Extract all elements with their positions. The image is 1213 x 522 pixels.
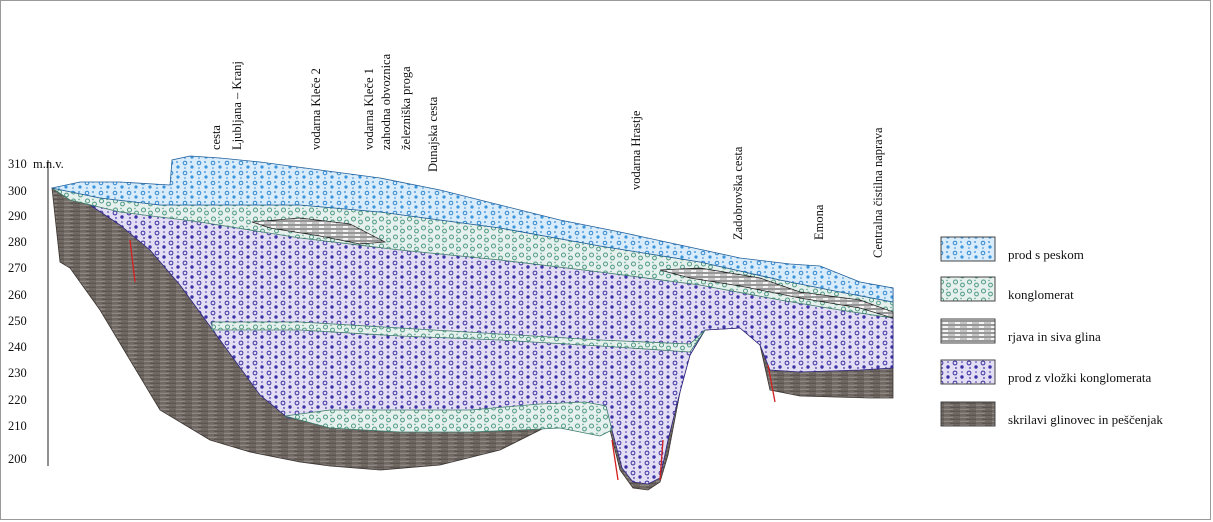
location-label-centralna-cistilna-naprava: Centralna čistilna naprava	[871, 127, 885, 258]
axis-tick-200: 200	[8, 452, 27, 466]
conglomerate-pattern-icon	[941, 277, 995, 301]
location-label-zelezniska-proga: železniška proga	[399, 66, 413, 150]
gravel-conglomerate-pattern-icon	[941, 360, 995, 384]
location-label-ljubljana-kranj: Ljubljana – Kranj	[230, 61, 244, 150]
axis-tick-280: 280	[8, 235, 27, 249]
legend-item-sand-gravel: prod s peskom	[941, 237, 1084, 262]
location-label-zahodna-obvoznica: zahodna obvoznica	[379, 53, 393, 150]
clay-pattern-icon	[941, 319, 995, 343]
strata	[52, 156, 893, 490]
legend: prod s peskom konglomerat rjava in siva …	[941, 237, 1163, 427]
axis-tick-240: 240	[8, 340, 27, 354]
shale-sandstone-pattern-icon	[941, 402, 995, 426]
location-label-vodarna-klece-1: vodarna Kleče 1	[362, 68, 376, 150]
legend-label-conglomerate: konglomerat	[1008, 287, 1074, 302]
legend-item-shale-sandstone: skrilavi glinovec in peščenjak	[941, 402, 1163, 427]
location-label-vodarna-klece-2: vodarna Kleče 2	[309, 68, 323, 150]
location-label-vodarna-hrastje: vodarna Hrastje	[629, 110, 643, 190]
axis-tick-250: 250	[8, 314, 27, 328]
location-label-emona: Emona	[812, 204, 826, 240]
legend-label-shale-sandstone: skrilavi glinovec in peščenjak	[1008, 412, 1163, 427]
legend-item-conglomerate: konglomerat	[941, 277, 1074, 302]
axis-tick-labels: 310 300 290 280 270 260 250 240 230 220 …	[8, 157, 27, 466]
legend-label-sand-gravel: prod s peskom	[1008, 247, 1084, 262]
legend-item-clay: rjava in siva glina	[941, 319, 1101, 344]
legend-item-gravel-conglomerate: prod z vložki konglomerata	[941, 360, 1152, 385]
location-label-dunajska-cesta: Dunajska cesta	[426, 96, 440, 172]
axis-tick-260: 260	[8, 288, 27, 302]
sand-gravel-pattern-icon	[941, 237, 995, 261]
location-label-zadobrovska-cesta: Zadobrovška cesta	[731, 146, 745, 240]
axis-tick-210: 210	[8, 419, 27, 433]
axis-tick-290: 290	[8, 209, 27, 223]
location-label-cesta: cesta	[209, 125, 223, 150]
axis-tick-270: 270	[8, 261, 27, 275]
axis-tick-220: 220	[8, 393, 27, 407]
axis-tick-310: 310	[8, 157, 27, 171]
legend-label-gravel-conglomerate: prod z vložki konglomerata	[1008, 370, 1152, 385]
axis-unit-label: m.n.v.	[33, 157, 64, 171]
axis-tick-300: 300	[8, 184, 27, 198]
axis-tick-230: 230	[8, 366, 27, 380]
legend-label-clay: rjava in siva glina	[1008, 329, 1101, 344]
